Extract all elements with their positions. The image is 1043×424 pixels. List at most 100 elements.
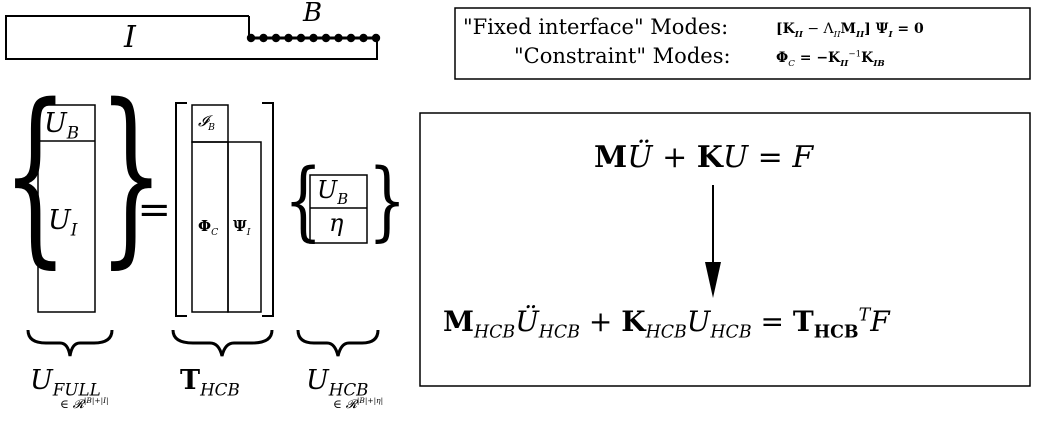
k-symbol: K bbox=[861, 50, 874, 66]
sub: I bbox=[70, 219, 78, 240]
u-full-space: ∈ 𝓡|B|+|I| bbox=[60, 396, 109, 411]
fixed-interface-modes-equation: [KII − ΛIIMII] ΨI = 0 bbox=[776, 21, 924, 39]
m-symbol: M bbox=[594, 140, 628, 175]
sub: C bbox=[788, 58, 795, 69]
sub: B bbox=[66, 122, 80, 143]
u-symbol: U bbox=[30, 365, 53, 396]
boundary-node bbox=[259, 33, 268, 43]
boundary-node bbox=[246, 33, 256, 43]
sub: II bbox=[856, 29, 865, 40]
full-vector-box bbox=[37, 104, 96, 313]
sub: I bbox=[888, 29, 893, 40]
full-vector-ub: UB bbox=[44, 108, 79, 141]
sub: HCB bbox=[474, 322, 516, 343]
reduced-order-equation: MHCBÜHCB + KHCBUHCB = THCBTF bbox=[443, 305, 890, 341]
boundary-node bbox=[309, 33, 318, 43]
boundary-node bbox=[346, 33, 356, 43]
t-matrix-right-bracket bbox=[262, 102, 274, 317]
t-hcb-label: THCB bbox=[180, 365, 240, 398]
sub: II bbox=[833, 29, 841, 40]
full-order-equation: MÜ + KU = F bbox=[594, 143, 813, 173]
sub: II bbox=[840, 58, 849, 69]
full-vector-ui: UI bbox=[48, 207, 77, 238]
underbrace-u-full bbox=[26, 329, 114, 357]
boundary-node bbox=[321, 33, 331, 43]
u-hcb-label: UHCB bbox=[306, 365, 368, 398]
sub: HCB bbox=[328, 379, 369, 400]
u-ddot: Ü bbox=[627, 140, 653, 175]
t-matrix-left-bracket bbox=[175, 102, 187, 317]
boundary-node bbox=[271, 33, 281, 43]
k-symbol: K bbox=[621, 305, 646, 338]
plus: + bbox=[662, 140, 688, 175]
boundary-node bbox=[359, 33, 368, 43]
sub: HCB bbox=[813, 322, 859, 343]
equals: = bbox=[757, 140, 783, 175]
sub: HCB bbox=[538, 322, 580, 343]
constraint-modes-equation: ΦC = −KII−1KIB bbox=[776, 49, 885, 68]
u-full-label: UFULL bbox=[30, 365, 101, 398]
sub: II bbox=[794, 29, 803, 40]
u-symbol: U bbox=[686, 305, 711, 338]
equals: = bbox=[760, 305, 784, 338]
u-symbol: U bbox=[722, 140, 749, 175]
minus-lambda: − Λ bbox=[802, 21, 834, 37]
sub: B bbox=[337, 189, 349, 208]
boundary-node bbox=[296, 33, 306, 43]
sub: C bbox=[211, 227, 219, 238]
reduction-arrow-head bbox=[705, 262, 721, 298]
boundary-node bbox=[334, 33, 343, 43]
sub: B bbox=[208, 122, 215, 133]
u-hcb-space: ∈ 𝓡|B|+|η| bbox=[333, 396, 384, 411]
sub: FULL bbox=[52, 379, 101, 400]
psi-symbol: Ψ bbox=[233, 217, 247, 235]
assign-operator: := bbox=[124, 187, 171, 233]
reduced-vector-right-brace: } bbox=[368, 151, 407, 251]
phi-symbol: Φ bbox=[198, 217, 212, 235]
inverse-sup: −1 bbox=[848, 49, 862, 60]
interior-label: I bbox=[124, 20, 136, 55]
in-r: ∈ 𝓡 bbox=[333, 397, 357, 411]
equals-zero: = 0 bbox=[892, 21, 924, 37]
f-symbol: F bbox=[870, 305, 890, 338]
sup: |B|+|η| bbox=[356, 396, 384, 405]
k-symbol: [K bbox=[776, 21, 795, 37]
reduced-vector-ub: UB bbox=[317, 178, 348, 206]
psi-block bbox=[227, 141, 262, 313]
u-ddot: Ü bbox=[515, 305, 539, 338]
equation-box bbox=[419, 112, 1031, 387]
boundary-node bbox=[284, 33, 293, 43]
reduced-vector-left-brace: { bbox=[284, 151, 323, 251]
phi-symbol: Φ bbox=[776, 50, 789, 66]
sub: IB bbox=[873, 58, 885, 69]
u-symbol: U bbox=[306, 365, 329, 396]
k-symbol: K bbox=[696, 140, 723, 175]
full-vector-left-brace: { bbox=[2, 64, 69, 285]
boundary-node bbox=[371, 33, 381, 43]
underbrace-u-hcb bbox=[296, 329, 380, 357]
u-symbol: U bbox=[44, 108, 67, 139]
sub: HCB bbox=[710, 322, 752, 343]
minus-k: = −K bbox=[794, 50, 841, 66]
in-r: ∈ 𝓡 bbox=[60, 397, 84, 411]
constraint-modes-label: "Constraint" Modes: bbox=[514, 44, 731, 68]
sub: HCB bbox=[645, 322, 687, 343]
transpose-sup: T bbox=[858, 305, 871, 326]
underbrace-t-hcb bbox=[171, 329, 274, 357]
m-symbol: M bbox=[443, 305, 474, 338]
sup: |B|+|I| bbox=[83, 396, 109, 405]
psi-symbol: ] Ψ bbox=[864, 21, 889, 37]
full-vector-right-brace: } bbox=[98, 64, 165, 285]
fixed-interface-modes-label: "Fixed interface" Modes: bbox=[463, 15, 729, 39]
identity-entry: 𝓘B bbox=[198, 112, 215, 133]
plus: + bbox=[588, 305, 613, 338]
cal-i-symbol: 𝓘 bbox=[198, 112, 209, 130]
reduced-vector-box bbox=[309, 174, 368, 244]
interior-domain-outline bbox=[5, 15, 378, 60]
t-symbol: T bbox=[180, 365, 201, 396]
reduced-vector-eta: η bbox=[329, 209, 344, 237]
modes-box bbox=[454, 7, 1031, 80]
m-symbol: M bbox=[840, 21, 857, 37]
phi-c-entry: ΦC bbox=[198, 217, 218, 238]
